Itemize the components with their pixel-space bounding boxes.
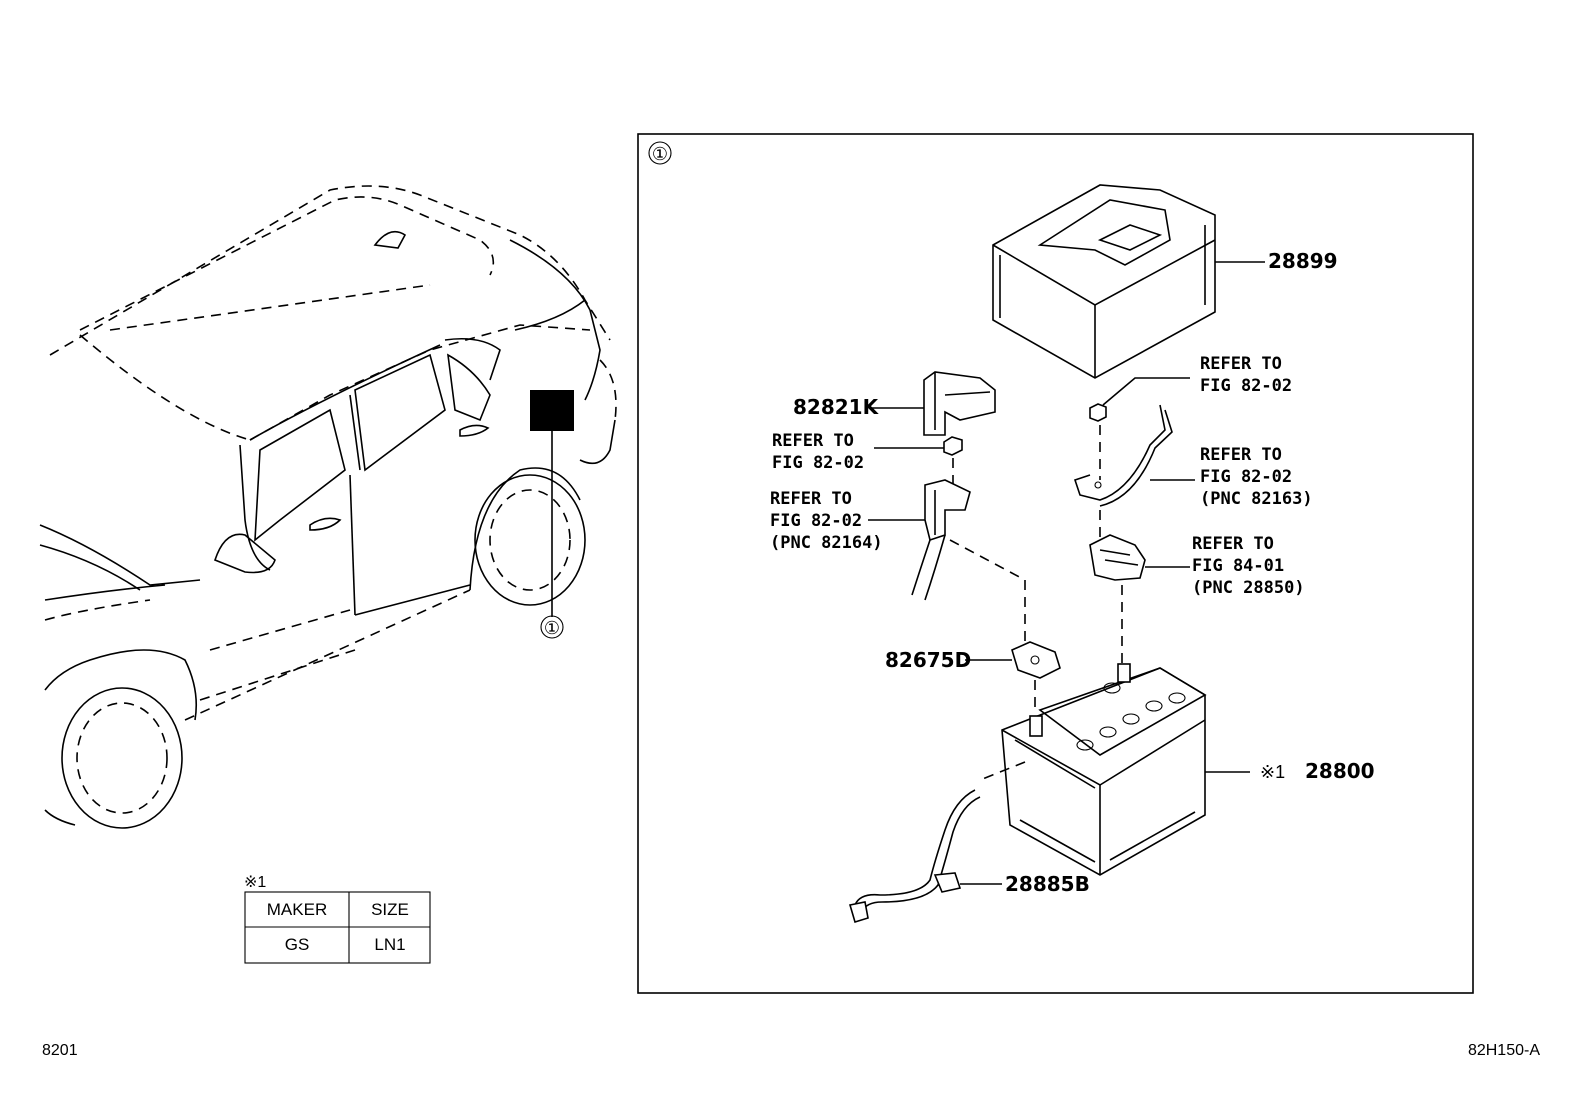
part-28899-insulator: 28899 — [992, 184, 1338, 379]
positive-cable: REFER TO FIG 82-02 (PNC 82163) — [1073, 404, 1313, 540]
ref-r4-line3: (PNC 82164) — [770, 533, 883, 553]
ref-r3-line1: REFER TO — [1200, 445, 1282, 465]
ref-r5-line2: FIG 84-01 — [1192, 556, 1284, 576]
detail-ref-label: ① — [652, 144, 668, 164]
part-number-28885b: 28885B — [1005, 872, 1090, 896]
ref-r4-line1: REFER TO — [770, 489, 852, 509]
part-number-28800: 28800 — [1305, 759, 1375, 783]
table-header-size: SIZE — [371, 900, 409, 919]
spec-table-mark: ※1 — [244, 874, 266, 891]
part-82821k-bracket: 82821K — [793, 371, 996, 436]
ref-r5-line1: REFER TO — [1192, 534, 1274, 554]
table-header-maker: MAKER — [267, 900, 327, 919]
footer-right-code: 82H150-A — [1468, 1042, 1540, 1059]
part-28885b-sensor: 28885B — [848, 761, 1090, 924]
battery-cell-caps — [1076, 682, 1186, 751]
part-28800-battery: ※1 28800 — [1001, 663, 1375, 876]
table-cell-maker: GS — [285, 935, 310, 954]
ref-r3-line3: (PNC 82163) — [1200, 489, 1313, 509]
detail-frame: ① — [637, 133, 1474, 994]
battery-note-mark: ※1 — [1260, 762, 1285, 782]
location-marker — [530, 390, 574, 431]
spec-table: ※1 MAKER SIZE GS LN1 — [244, 874, 431, 964]
vehicle-illustration: ① — [39, 185, 617, 829]
fusible-link-block: REFER TO FIG 84-01 (PNC 28850) — [1089, 534, 1305, 665]
ref-r2-line2: FIG 82-02 — [1200, 376, 1292, 396]
ref-r4-line2: FIG 82-02 — [770, 511, 862, 531]
negative-terminal: REFER TO FIG 82-02 (PNC 82164) — [770, 479, 1026, 650]
nut-right: REFER TO FIG 82-02 — [1089, 354, 1292, 480]
ref-r5-line3: (PNC 28850) — [1192, 578, 1305, 598]
part-82675d-clamp: 82675D — [885, 641, 1061, 712]
part-number-82821k: 82821K — [793, 395, 880, 419]
footer-left-code: 8201 — [42, 1042, 78, 1059]
ref-r3-line2: FIG 82-02 — [1200, 467, 1292, 487]
ref-r1-line1: REFER TO — [772, 431, 854, 451]
part-number-82675d: 82675D — [885, 648, 971, 672]
location-ref-label: ① — [544, 618, 560, 638]
table-cell-size: LN1 — [374, 935, 405, 954]
nut-left: REFER TO FIG 82-02 — [772, 431, 963, 485]
ref-r2-line1: REFER TO — [1200, 354, 1282, 374]
part-number-28899: 28899 — [1268, 249, 1338, 273]
ref-r1-line2: FIG 82-02 — [772, 453, 864, 473]
